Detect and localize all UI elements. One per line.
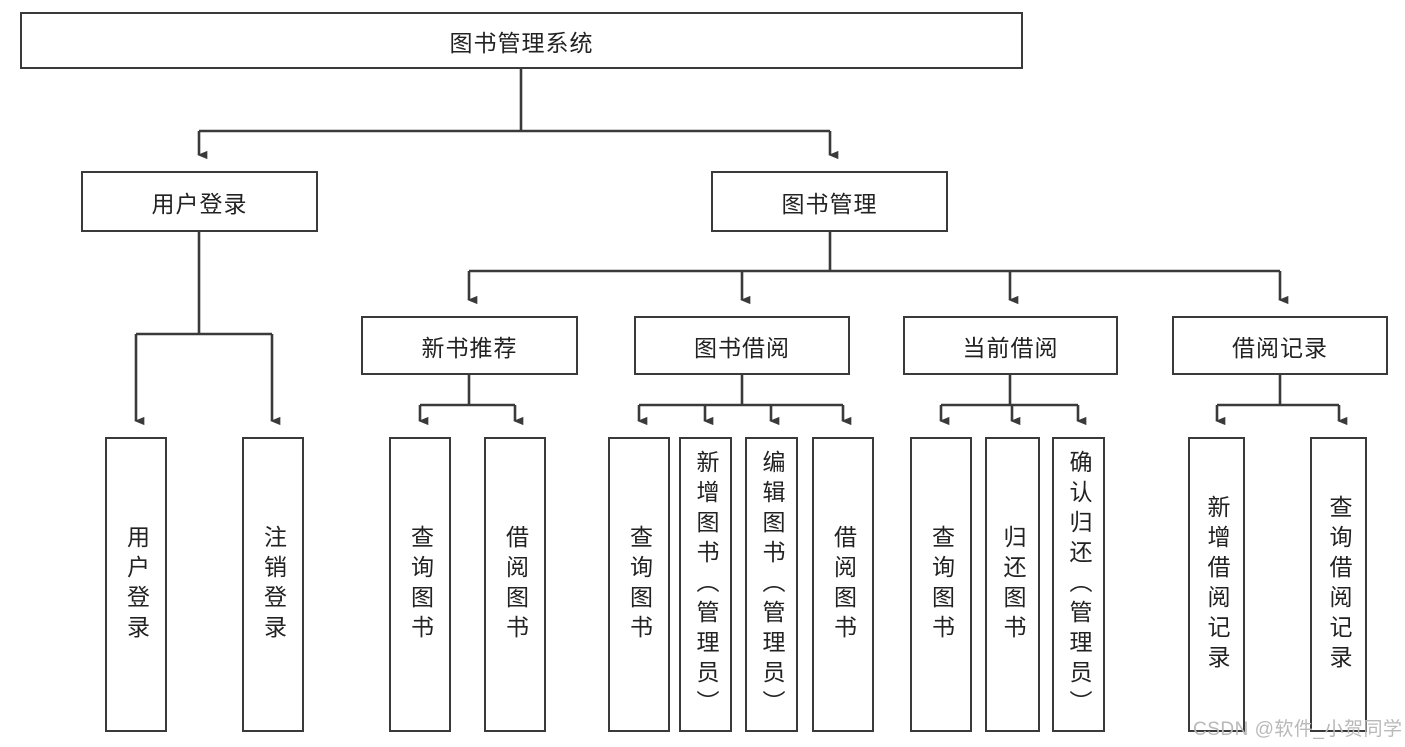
leaf-borrow-book[interactable]: 借阅图书	[812, 437, 874, 732]
node-label: 新增图书（管理员）	[693, 449, 719, 720]
node-label: 借阅图书	[830, 524, 857, 645]
leaf-query-book-borrow[interactable]: 查询图书	[608, 437, 670, 732]
node-label: 新增借阅记录	[1204, 494, 1230, 675]
node-label: 新书推荐	[421, 334, 518, 361]
node-current-borrow[interactable]: 当前借阅	[903, 316, 1118, 375]
leaf-add-borrow-record[interactable]: 新增借阅记录	[1188, 437, 1245, 732]
node-label: 图书借阅	[694, 334, 790, 361]
leaf-add-book-admin[interactable]: 新增图书（管理员）	[679, 437, 732, 732]
node-label: 查询借阅记录	[1326, 494, 1352, 675]
node-label: 图书管理系统	[449, 29, 594, 56]
leaf-query-book-current[interactable]: 查询图书	[910, 437, 972, 732]
leaf-user-login[interactable]: 用户登录	[105, 437, 167, 732]
node-label: 确认归还（管理员）	[1066, 449, 1092, 720]
node-label: 用户登录	[123, 524, 150, 645]
leaf-return-book[interactable]: 归还图书	[985, 437, 1040, 732]
node-label: 查询图书	[928, 524, 955, 645]
node-label: 借阅记录	[1232, 334, 1328, 361]
watermark: CSDN @软件_小贺同学	[1193, 719, 1403, 740]
leaf-logout[interactable]: 注销登录	[242, 437, 304, 732]
node-label: 查询图书	[626, 524, 653, 645]
node-label: 查询图书	[407, 524, 434, 645]
node-label: 用户登录	[151, 190, 248, 217]
node-label: 借阅图书	[502, 524, 529, 645]
node-user-login[interactable]: 用户登录	[81, 171, 318, 232]
leaf-query-borrow-record[interactable]: 查询借阅记录	[1310, 437, 1367, 732]
node-label: 归还图书	[1000, 524, 1026, 645]
leaf-confirm-return-admin[interactable]: 确认归还（管理员）	[1052, 437, 1105, 732]
leaf-query-book-recommend[interactable]: 查询图书	[389, 437, 451, 732]
node-borrow-record[interactable]: 借阅记录	[1172, 316, 1388, 375]
node-new-book-recommend[interactable]: 新书推荐	[361, 316, 578, 375]
node-label: 编辑图书（管理员）	[759, 449, 785, 720]
node-root[interactable]: 图书管理系统	[20, 12, 1023, 69]
node-book-management[interactable]: 图书管理	[711, 171, 948, 232]
node-label: 图书管理	[781, 190, 878, 217]
node-book-borrow[interactable]: 图书借阅	[634, 316, 850, 375]
leaf-borrow-book-recommend[interactable]: 借阅图书	[484, 437, 546, 732]
node-label: 当前借阅	[962, 334, 1059, 361]
node-label: 注销登录	[260, 524, 287, 645]
leaf-edit-book-admin[interactable]: 编辑图书（管理员）	[745, 437, 798, 732]
